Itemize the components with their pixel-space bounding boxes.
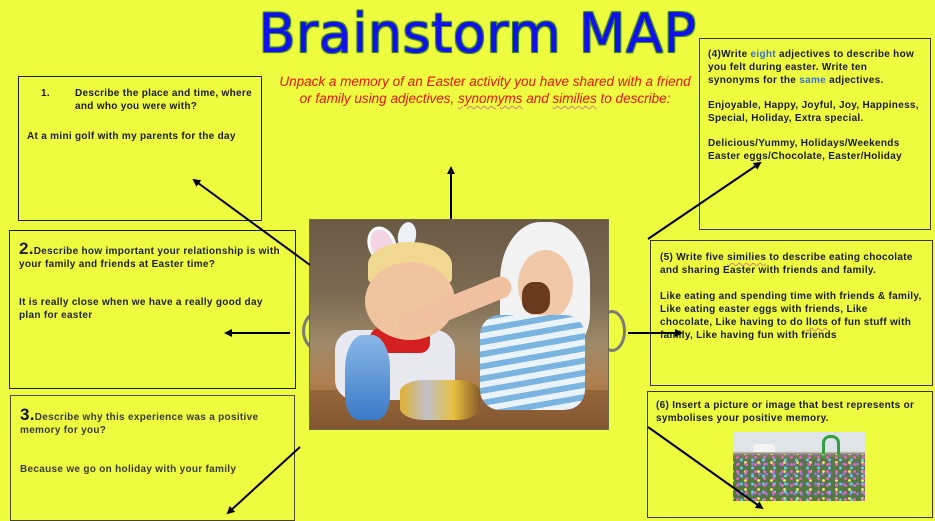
field-eggs — [733, 454, 865, 501]
box-2-question: Describe how important your relationship… — [19, 246, 280, 270]
box-5-answer: Like eating and spending time with frien… — [660, 290, 923, 342]
easter-egg-field-photo[interactable] — [733, 432, 865, 501]
box-4-synonyms-answer: Delicious/Yummy, Holidays/Weekends Easte… — [708, 138, 902, 162]
box-4-adjectives-answer: Enjoyable, Happy, Joyful, Joy, Happiness… — [708, 100, 919, 124]
misspelled-llots: llots — [805, 317, 829, 328]
misspelled-synomyms: synomyms — [457, 91, 523, 106]
photo-foil-wrappers — [400, 380, 480, 420]
field-arch — [822, 435, 840, 458]
box-5-answer-text: of fun stuff with family, Like having fu… — [660, 317, 912, 341]
box-2-relationship[interactable]: 2.Describe how important your relationsh… — [9, 230, 296, 389]
instructions-subtitle: Unpack a memory of an Easter activity yo… — [272, 73, 698, 107]
box-3-question: Describe why this experience was a posit… — [20, 412, 259, 436]
box-5-similies[interactable]: (5) Write five similies to describe eati… — [650, 240, 933, 386]
box-4-question-text: adjectives. — [826, 75, 884, 86]
misspelled-similies: similies — [727, 252, 767, 263]
photo-chocolate-bunny — [345, 335, 390, 420]
box-4-question-text: adjectives to describe how you felt duri… — [708, 49, 915, 86]
subtitle-text: Unpack a memory of an Easter activity yo… — [279, 74, 691, 106]
connector-ring-right — [598, 310, 626, 352]
center-photo-children-easter[interactable] — [309, 219, 609, 430]
box-1-place-time[interactable]: 1. Describe the place and time, where an… — [18, 76, 262, 221]
box-5-answer-text: Like eating and spending time with frien… — [660, 291, 922, 328]
highlight-same: same — [799, 75, 827, 86]
field-tent — [753, 444, 775, 452]
box-4-question: (4)Write eight adjectives to describe ho… — [708, 48, 922, 87]
box-3-positive-memory[interactable]: 3.Describe why this experience was a pos… — [10, 395, 295, 521]
photo-chocolate — [522, 282, 550, 314]
box-1-question-text: Describe the place and time, where and w… — [75, 88, 252, 112]
box-4-adjectives[interactable]: (4)Write eight adjectives to describe ho… — [699, 38, 931, 230]
box-6-question: (6) Insert a picture or image that best … — [656, 400, 915, 424]
box-1-answer: At a mini golf with my parents for the d… — [27, 131, 236, 142]
photo-striped-shirt — [480, 315, 585, 410]
subtitle-text: and — [522, 91, 553, 106]
page-title: Brainstorm MAP — [258, 2, 697, 65]
box-5-question-text: to describe eating chocolate and sharing… — [660, 252, 913, 276]
box-2-number: 2. — [19, 239, 34, 258]
box-5-question-text: (5) Write five — [660, 252, 728, 263]
misspelled-similies: similies — [552, 91, 597, 106]
box-1-question: 1. Describe the place and time, where an… — [27, 87, 253, 113]
highlight-eight: eight — [750, 49, 776, 60]
box-2-answer: It is really close when we have a really… — [19, 297, 263, 321]
box-3-number: 3. — [20, 405, 35, 424]
box-4-question-text: (4)Write — [708, 49, 751, 60]
box-1-number: 1. — [41, 88, 50, 99]
box-5-question: (5) Write five similies to describe eati… — [660, 251, 923, 277]
subtitle-text: to describe: — [596, 91, 671, 106]
box-3-answer: Because we go on holiday with your famil… — [20, 464, 237, 475]
